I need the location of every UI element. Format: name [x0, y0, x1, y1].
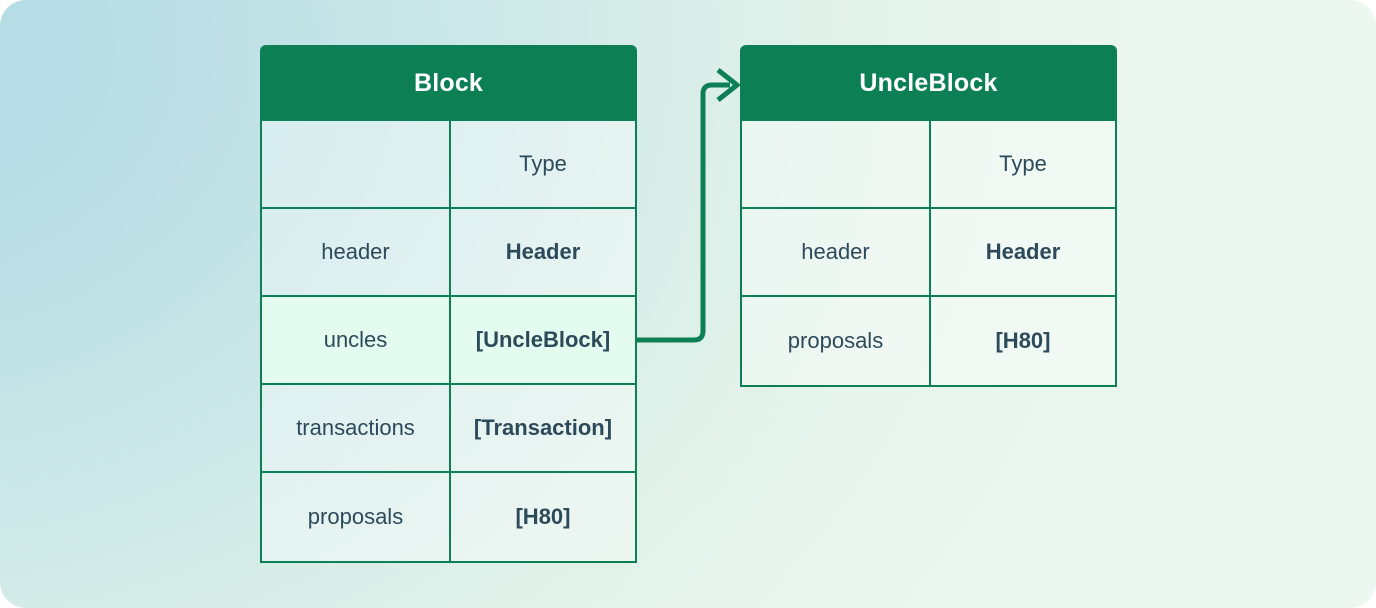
- field-name-cell: header: [742, 209, 931, 295]
- field-type-cell: [H80]: [451, 473, 635, 561]
- table-row[interactable]: Type: [742, 121, 1115, 209]
- field-name-cell: proposals: [262, 473, 451, 561]
- field-type-cell: [UncleBlock]: [451, 297, 635, 383]
- field-type-cell: Header: [931, 209, 1115, 295]
- field-name-cell: proposals: [742, 297, 931, 385]
- entity-uncleblock-grid: Type header Header proposals [H80]: [740, 121, 1117, 387]
- entity-block-grid: Type header Header uncles [UncleBlock] t…: [260, 121, 637, 563]
- entity-uncleblock[interactable]: UncleBlock Type header Header proposals …: [740, 45, 1117, 387]
- field-name-cell: [742, 121, 931, 207]
- field-type-cell: Header: [451, 209, 635, 295]
- table-row[interactable]: Type: [262, 121, 635, 209]
- table-row[interactable]: transactions [Transaction]: [262, 385, 635, 473]
- table-row[interactable]: proposals [H80]: [262, 473, 635, 561]
- table-row[interactable]: header Header: [262, 209, 635, 297]
- field-name-cell: uncles: [262, 297, 451, 383]
- relationship-line-uncles-to-uncleblock: [637, 82, 730, 343]
- entity-block-title: Block: [260, 45, 637, 121]
- column-header-type: Type: [451, 121, 635, 207]
- table-row-uncles[interactable]: uncles [UncleBlock]: [262, 297, 635, 385]
- field-type-cell: [H80]: [931, 297, 1115, 385]
- field-name-cell: header: [262, 209, 451, 295]
- entity-uncleblock-title: UncleBlock: [740, 45, 1117, 121]
- field-name-cell: transactions: [262, 385, 451, 471]
- table-row[interactable]: header Header: [742, 209, 1115, 297]
- entity-block[interactable]: Block Type header Header uncles [UncleBl…: [260, 45, 637, 563]
- arrowhead-icon: [716, 68, 742, 102]
- field-name-cell: [262, 121, 451, 207]
- table-row[interactable]: proposals [H80]: [742, 297, 1115, 385]
- column-header-type: Type: [931, 121, 1115, 207]
- field-type-cell: [Transaction]: [451, 385, 635, 471]
